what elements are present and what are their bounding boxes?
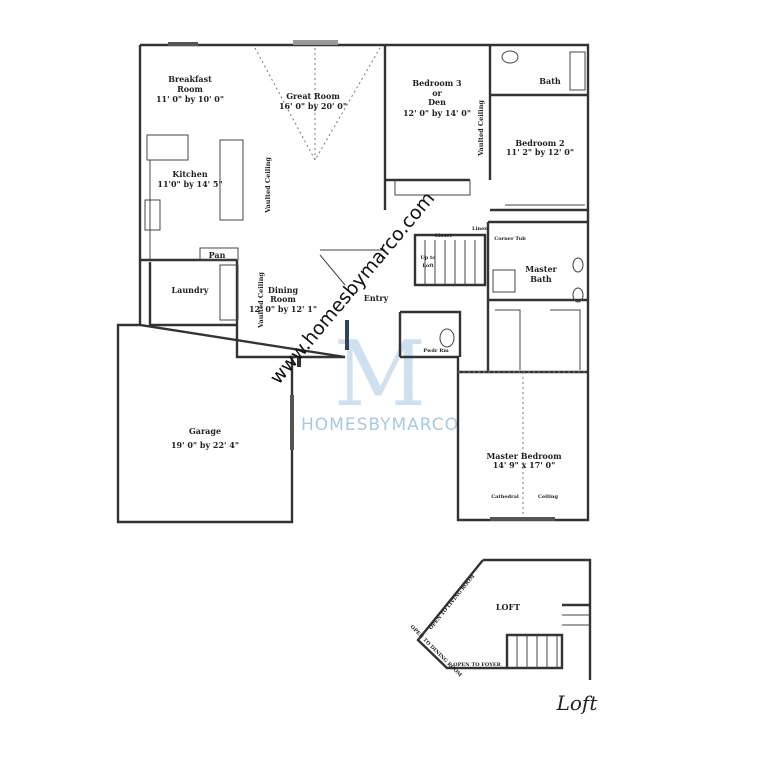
open-to-dining-label: OPEN TO DINING ROOM <box>409 624 464 679</box>
closet-label: Closet <box>434 233 452 239</box>
great-room-size: 16' 0" by 20' 0" <box>279 101 347 111</box>
loft-label: LOFT <box>496 602 520 612</box>
vaulted-ceiling-dining: Vaulted Ceiling <box>257 272 265 329</box>
master-bedroom-size: 14' 9" x 17' 0" <box>493 460 556 470</box>
linen-label: Linen <box>472 226 488 232</box>
kitchen-label: Kitchen <box>172 169 207 179</box>
vaulted-ceiling-kitchen: Vaulted Ceiling <box>264 157 272 214</box>
garage-label: Garage <box>189 426 221 436</box>
breakfast-room-label-2: Room <box>177 84 203 94</box>
entry-label: Entry <box>364 293 389 303</box>
dining-room-label-2: Room <box>270 294 296 304</box>
pantry-label: Pan <box>209 250 226 260</box>
bedroom3-size: 12' 0" by 14' 0" <box>403 108 471 118</box>
powder-room-label: Pwdr Rm <box>423 348 449 354</box>
loft-caption: Loft <box>556 691 599 715</box>
dining-room-label: Dining <box>268 285 299 295</box>
watermark-logo: M <box>334 322 426 427</box>
ceiling-label: Ceiling <box>538 494 558 500</box>
corner-tub-label: Corner Tub <box>494 236 526 242</box>
watermark-brand: HOMESBYMARCO <box>301 415 459 435</box>
kitchen-size: 11'0" by 14' 5" <box>157 179 222 189</box>
main-floor-walls <box>116 40 590 524</box>
master-bath-label: Master <box>525 264 557 274</box>
vaulted-ceiling-bedroom3: Vaulted Ceiling <box>477 100 485 157</box>
stairs-label-2: Loft <box>422 263 434 269</box>
stairs-label: Up to <box>420 255 436 261</box>
bedroom3-label: Bedroom 3 <box>412 78 462 88</box>
breakfast-room-label: Breakfast <box>168 74 212 84</box>
bedroom2-label: Bedroom 2 <box>515 138 564 148</box>
master-bedroom-label: Master Bedroom <box>486 451 562 461</box>
loft-walls <box>416 558 592 680</box>
laundry-label: Laundry <box>172 285 209 295</box>
garage-size: 19' 0" by 22' 4" <box>171 440 239 450</box>
breakfast-room-size: 11' 0" by 10' 0" <box>156 94 224 104</box>
great-room-label: Great Room <box>286 91 340 101</box>
master-bath-label-2: Bath <box>530 274 552 284</box>
bedroom2-size: 11' 2" by 12' 0" <box>506 147 574 157</box>
dining-room-size: 12' 0" by 12' 1" <box>249 304 317 314</box>
bedroom3-or: or <box>432 88 442 98</box>
bedroom3-den: Den <box>428 97 446 107</box>
cathedral-label: Cathedral <box>491 494 519 500</box>
open-to-foyer-label: OPEN TO FOYER <box>453 662 501 668</box>
bath-label: Bath <box>539 76 561 86</box>
open-to-living-label: OPEN TO LIVING ROOM <box>428 573 476 631</box>
